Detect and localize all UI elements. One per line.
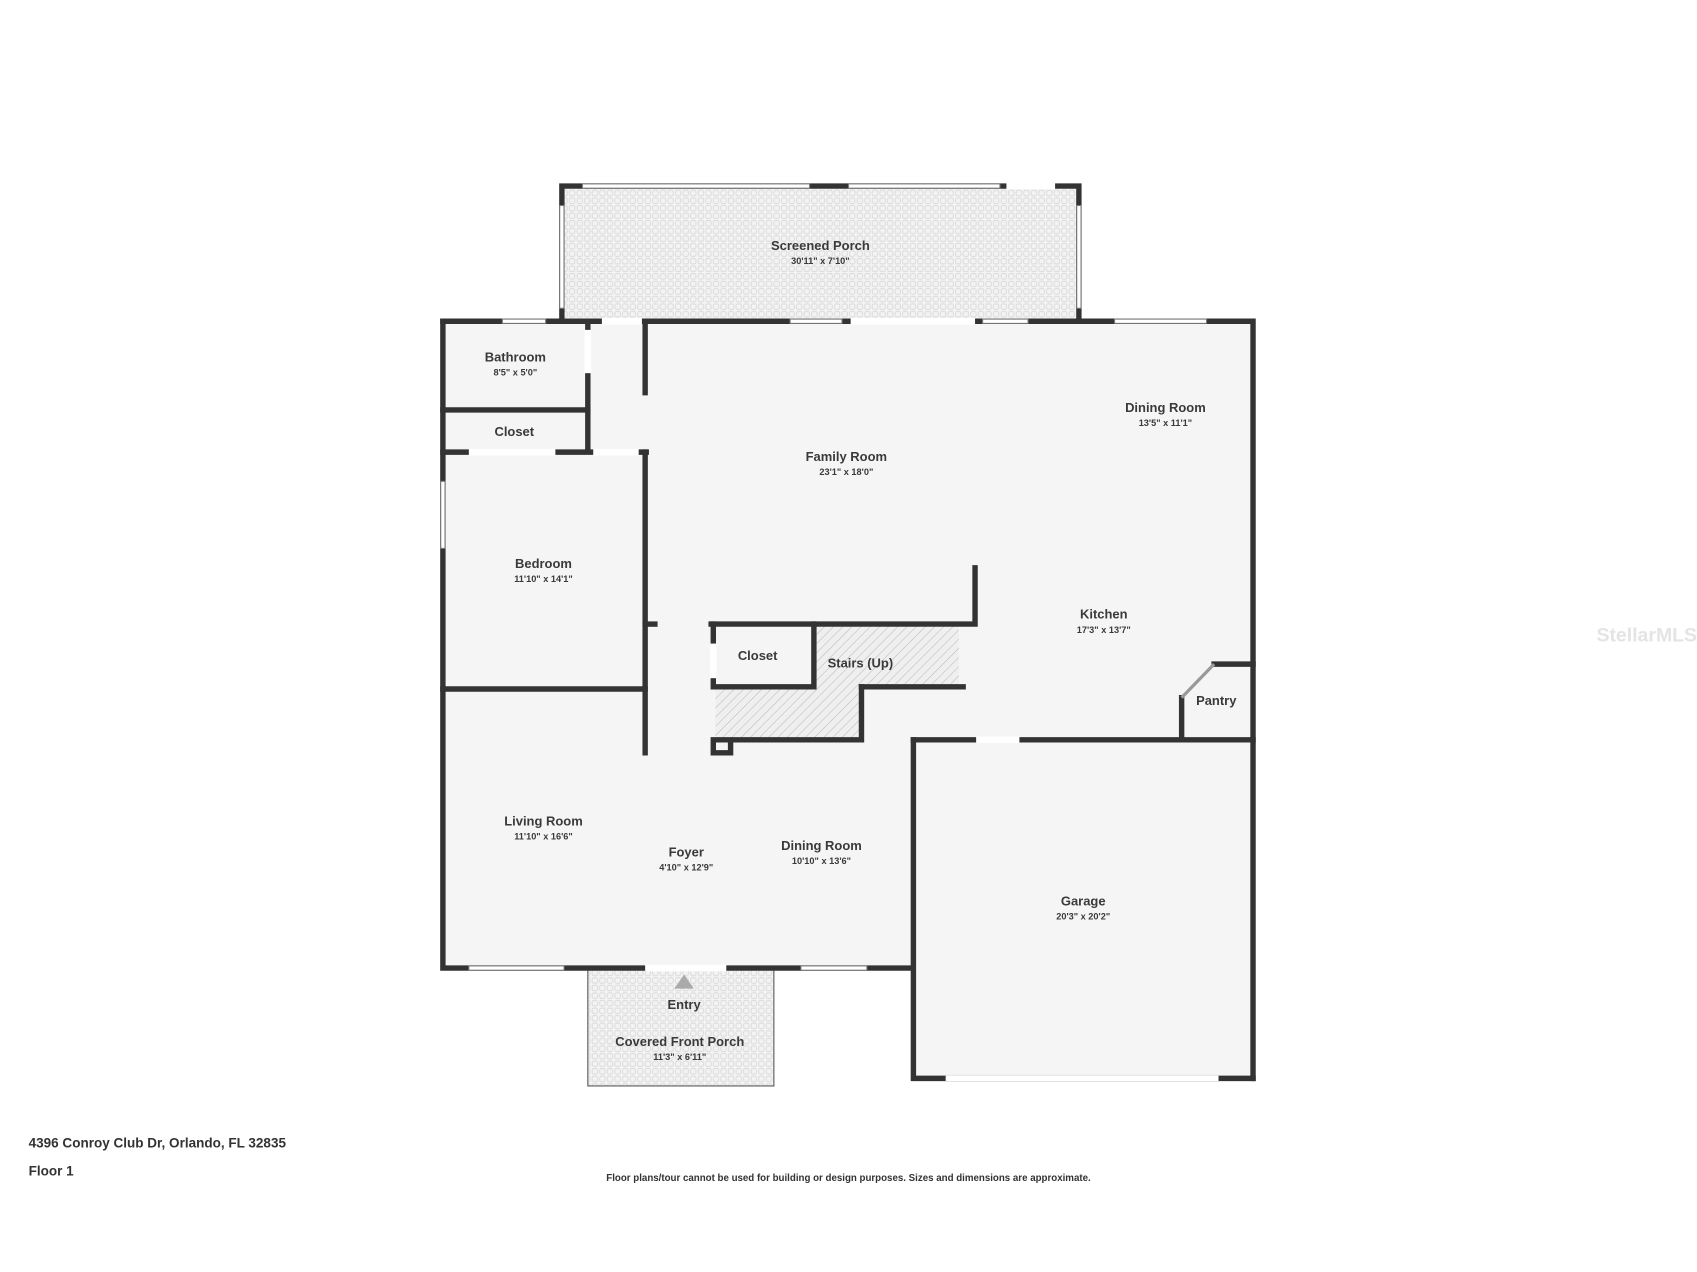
- screened-porch-floor: [561, 186, 1080, 322]
- room-name-foyer: Foyer: [669, 845, 704, 860]
- room-dims-kitchen: 17'3" x 13'7": [1077, 625, 1131, 635]
- room-name-covered-front-porch: Covered Front Porch: [615, 1034, 744, 1049]
- address: 4396 Conroy Club Dr, Orlando, FL 32835: [29, 1136, 287, 1151]
- room-dims-screened-porch: 30'11" x 7'10": [791, 256, 850, 266]
- room-dims-garage: 20'3" x 20'2": [1056, 911, 1110, 921]
- room-dims-foyer: 4'10" x 12'9": [659, 863, 713, 873]
- room-name-bedroom: Bedroom: [515, 556, 572, 571]
- room-dims-living-room: 11'10" x 16'6": [514, 831, 573, 841]
- garage-floor: [913, 739, 1254, 1079]
- room-dims-dining-room: 10'10" x 13'6": [792, 856, 851, 866]
- disclaimer: Floor plans/tour cannot be used for buil…: [606, 1173, 1091, 1184]
- room-dims-bathroom: 8'5" x 5'0": [493, 367, 537, 377]
- room-name-bathroom: Bathroom: [485, 349, 546, 364]
- entry-arrow-icon: [674, 974, 694, 989]
- room-name-living-room: Living Room: [504, 813, 583, 828]
- room-dims-covered-front-porch: 11'3" x 6'11": [653, 1052, 706, 1062]
- stairs-hatch: [715, 626, 959, 740]
- room-name-screened-porch: Screened Porch: [771, 238, 870, 253]
- room-name-pantry: Pantry: [1196, 693, 1237, 708]
- room-name-garage: Garage: [1061, 893, 1106, 908]
- watermark-logo: StellarMLS: [1596, 624, 1697, 646]
- room-dims-bedroom: 11'10" x 14'1": [514, 574, 573, 584]
- openings: [440, 182, 1219, 1082]
- room-dims-family-room: 23'1" x 18'0": [819, 467, 873, 477]
- room-dims-dining-room: 13'5" x 11'1": [1139, 418, 1192, 428]
- pantry-door[interactable]: [1180, 662, 1216, 699]
- room-name-dining-room: Dining Room: [1125, 400, 1206, 415]
- room-name-closet: Closet: [738, 648, 778, 663]
- room-name-stairs: Stairs (Up): [828, 655, 894, 670]
- floor-label: Floor 1: [29, 1164, 75, 1179]
- room-name-closet: Closet: [494, 424, 534, 439]
- room-name-kitchen: Kitchen: [1080, 607, 1128, 622]
- entry-label: Entry: [668, 997, 702, 1012]
- room-name-dining-room: Dining Room: [781, 838, 862, 853]
- room-name-family-room: Family Room: [806, 449, 887, 464]
